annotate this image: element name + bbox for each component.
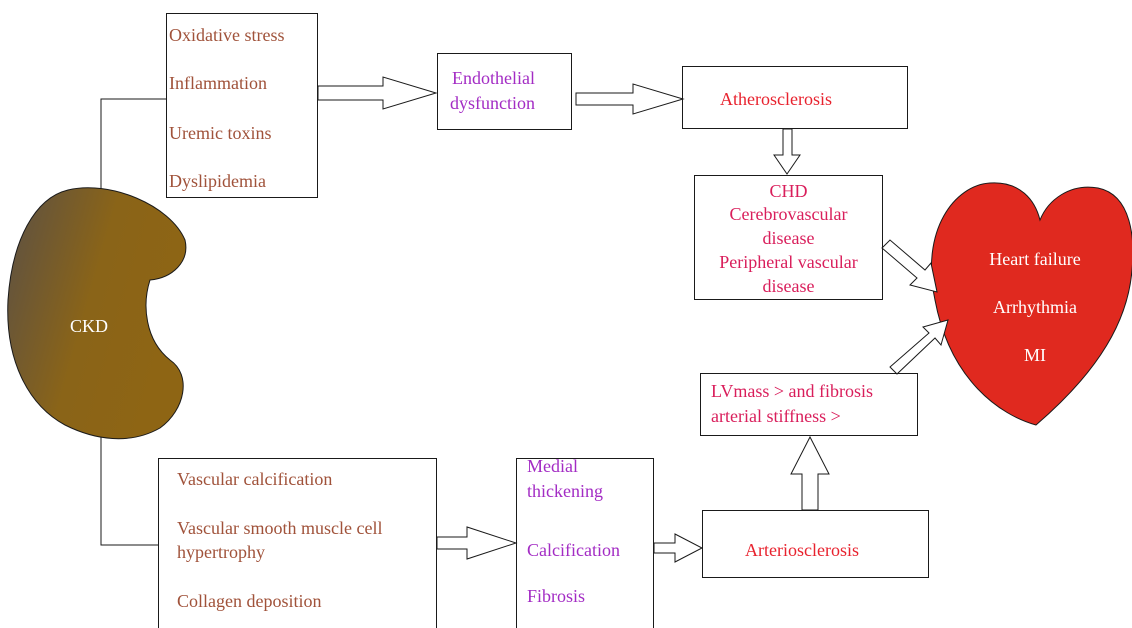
arrow-endothelial-to-atherosclerosis [575,83,685,115]
arrow-factors-to-endothelial [317,76,438,110]
factor-dyslipidemia: Dyslipidemia [169,171,266,191]
arrow-lv-to-heart [889,319,949,375]
endothelial-line2: dysfunction [450,93,535,113]
arrow-lower-factors-to-medial [436,526,518,560]
ckd-shape [7,187,187,440]
chd-box: CHD Cerebrovascular disease Peripheral v… [694,175,883,300]
heart-failure-label: Heart failure [989,249,1081,269]
endothelial-dysfunction-box: Endothelial dysfunction [437,53,572,130]
endothelial-line1: Endothelial [452,68,535,88]
medial-line2: thickening [527,481,603,501]
factor-vsmc-line1: Vascular smooth muscle cell [177,518,383,538]
medial-line4: Fibrosis [527,586,586,606]
arrows [317,76,949,563]
atherosclerosis-box: Atherosclerosis [682,66,908,129]
arrow-medial-to-arteriosclerosis [653,533,704,563]
chd-line1: CHD [769,181,808,201]
arrow-atherosclerosis-to-chd [773,128,801,175]
factor-vsmc-line2: hypertrophy [177,542,265,562]
arteriosclerosis-label: Arteriosclerosis [745,540,859,560]
factor-collagen-deposition: Collagen deposition [177,591,322,611]
chd-line4: Peripheral vascular [719,252,858,272]
medial-box: Medial thickening Calcification Fibrosis [516,456,654,628]
ckd-label: CKD [70,316,109,336]
arrow-chd-to-heart [881,239,938,293]
chd-line2: Cerebrovascular [729,204,848,224]
arteriosclerosis-box: Arteriosclerosis [702,510,929,578]
arrhythmia-label: Arrhythmia [993,297,1077,317]
atherosclerosis-label: Atherosclerosis [720,89,832,109]
ckd-connector-lines [100,98,166,546]
factor-inflammation: Inflammation [169,73,267,93]
medial-line3: Calcification [527,540,620,560]
lv-line2: arterial stiffness > [711,406,841,426]
heart-shape [930,182,1132,426]
factor-vascular-calcification: Vascular calcification [177,469,333,489]
mi-label: MI [1024,345,1046,365]
chd-line3: disease [762,228,815,248]
factor-oxidative-stress: Oxidative stress [169,25,285,45]
factor-uremic-toxins: Uremic toxins [169,123,272,143]
medial-line1: Medial [527,456,578,476]
lv-mass-box: LVmass > and fibrosis arterial stiffness… [700,373,918,436]
lv-line1: LVmass > and fibrosis [711,381,873,401]
arrow-arteriosclerosis-to-lv [790,435,830,511]
lower-factors-box: Vascular calcification Vascular smooth m… [158,458,437,628]
chd-line5: disease [762,276,815,296]
upper-factors-box: Oxidative stress Inflammation Uremic tox… [166,13,318,198]
